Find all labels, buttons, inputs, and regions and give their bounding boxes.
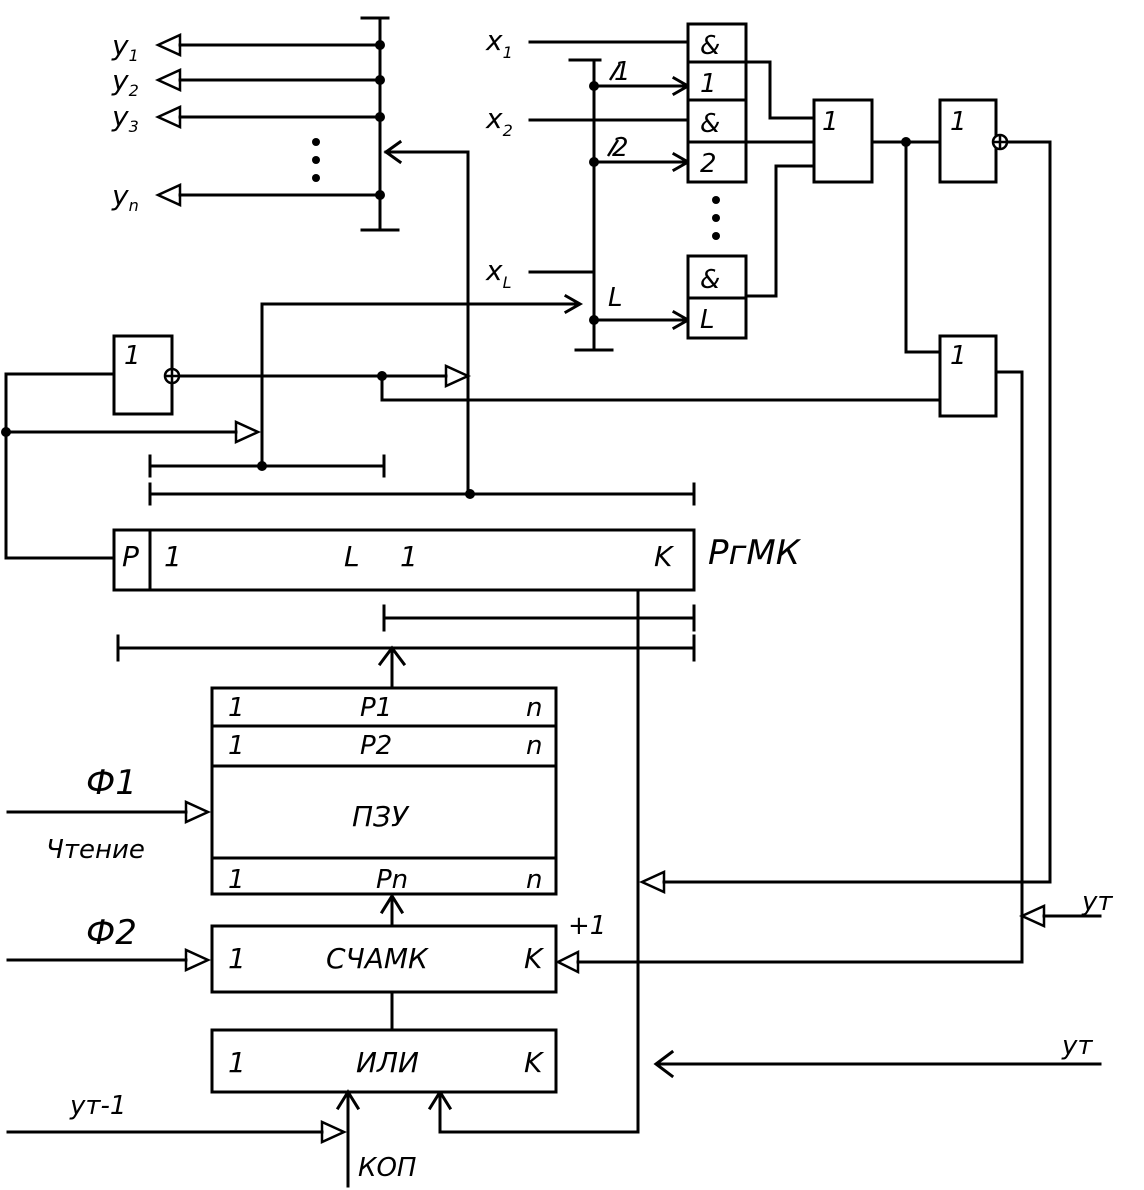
signal-phi1-label: Ф1: [86, 763, 137, 803]
signal-kop-label: КОП: [358, 1153, 416, 1183]
or-block-start: 1: [228, 1046, 246, 1079]
register-p-field: P: [122, 540, 139, 573]
and-gate-L-index: L: [700, 305, 715, 335]
inverter-top-symbol: 1: [950, 107, 967, 137]
signal-ym-lower-label: yт: [1061, 1031, 1093, 1061]
inverter-top: [938, 98, 1009, 184]
counter-increment-label: +1: [568, 911, 606, 941]
counter-to-rom: [379, 893, 405, 928]
counter-end: K: [524, 942, 545, 975]
input-xl-label: xL: [485, 254, 512, 292]
bus-line-2-label: 2: [612, 133, 629, 163]
register-name: РгМК: [708, 533, 802, 573]
signal-read-label: Чтение: [46, 835, 145, 865]
counter-start: 1: [228, 942, 246, 975]
or-block-name: ИЛИ: [356, 1046, 419, 1079]
rom-pzu: [210, 686, 558, 896]
and-gate-1-index: 1: [700, 69, 717, 99]
inverter-top-output: [638, 140, 1052, 894]
or-right-wiring: [555, 370, 1102, 975]
rom-rown-start: 1: [228, 865, 245, 895]
input-x2-label: x2: [485, 102, 513, 140]
and-gate-2-index: 2: [700, 149, 717, 179]
and-to-or-wiring: [744, 60, 816, 298]
or-right-gate-symbol: 1: [950, 341, 967, 371]
register-field1-end: L: [344, 540, 360, 573]
and-gate-2: [686, 98, 748, 184]
inverter-left: [112, 334, 181, 416]
and-gate-L: [686, 254, 748, 340]
register-lower-buses: [116, 588, 696, 1134]
and-gate-1-symbol: &: [700, 31, 720, 61]
counter-schamk: [210, 924, 558, 994]
bus-line-L-label: L: [608, 283, 623, 313]
rom-row2-label: P2: [360, 731, 392, 761]
output-y1-label: y1: [111, 29, 139, 65]
register-field2-start: 1: [400, 540, 418, 573]
input-x1-label: x1: [485, 24, 513, 62]
or-block-inputs: [6, 1089, 361, 1188]
rom-row1-start: 1: [228, 693, 245, 723]
condition-inputs: [528, 40, 690, 302]
rom-row1-end: n: [526, 693, 542, 723]
or-right-gate: [938, 334, 998, 418]
signal-ym-minus-1-label: yт-1: [69, 1091, 126, 1121]
rom-rown-label: Pn: [376, 865, 408, 895]
rom-row2-end: n: [526, 731, 542, 761]
ym-lower-input: [653, 1049, 1102, 1079]
output-bus: [154, 16, 470, 232]
output-y2-label: y2: [111, 64, 139, 100]
counter-name: СЧАМК: [326, 942, 429, 975]
and-gate-L-symbol: &: [700, 265, 720, 295]
output-y3-label: y3: [111, 100, 139, 136]
register-field2-end: K: [654, 540, 675, 573]
or-gate-symbol: 1: [822, 107, 839, 137]
rom-name: ПЗУ: [352, 800, 410, 833]
inverter-left-symbol: 1: [124, 341, 141, 371]
rom-row1-label: P1: [360, 693, 392, 723]
signal-ym-upper-label: yт: [1081, 887, 1113, 917]
or-output-wiring: [870, 137, 942, 354]
or-block-ili: [210, 1028, 558, 1094]
and-gate-2-symbol: &: [700, 109, 720, 139]
rom-rown-end: n: [526, 865, 542, 895]
register-field1-start: 1: [164, 540, 182, 573]
left-logic-wiring: [1, 150, 942, 560]
counter-input: [6, 948, 212, 972]
output-yn-label: yn: [111, 179, 139, 215]
signal-phi2-label: Ф2: [86, 913, 137, 953]
rom-inputs: [6, 800, 212, 824]
or-block-end: K: [524, 1046, 545, 1079]
bus-line-1-label: 1: [614, 57, 631, 87]
register-rgmk: [112, 528, 696, 592]
rom-row2-start: 1: [228, 731, 245, 761]
